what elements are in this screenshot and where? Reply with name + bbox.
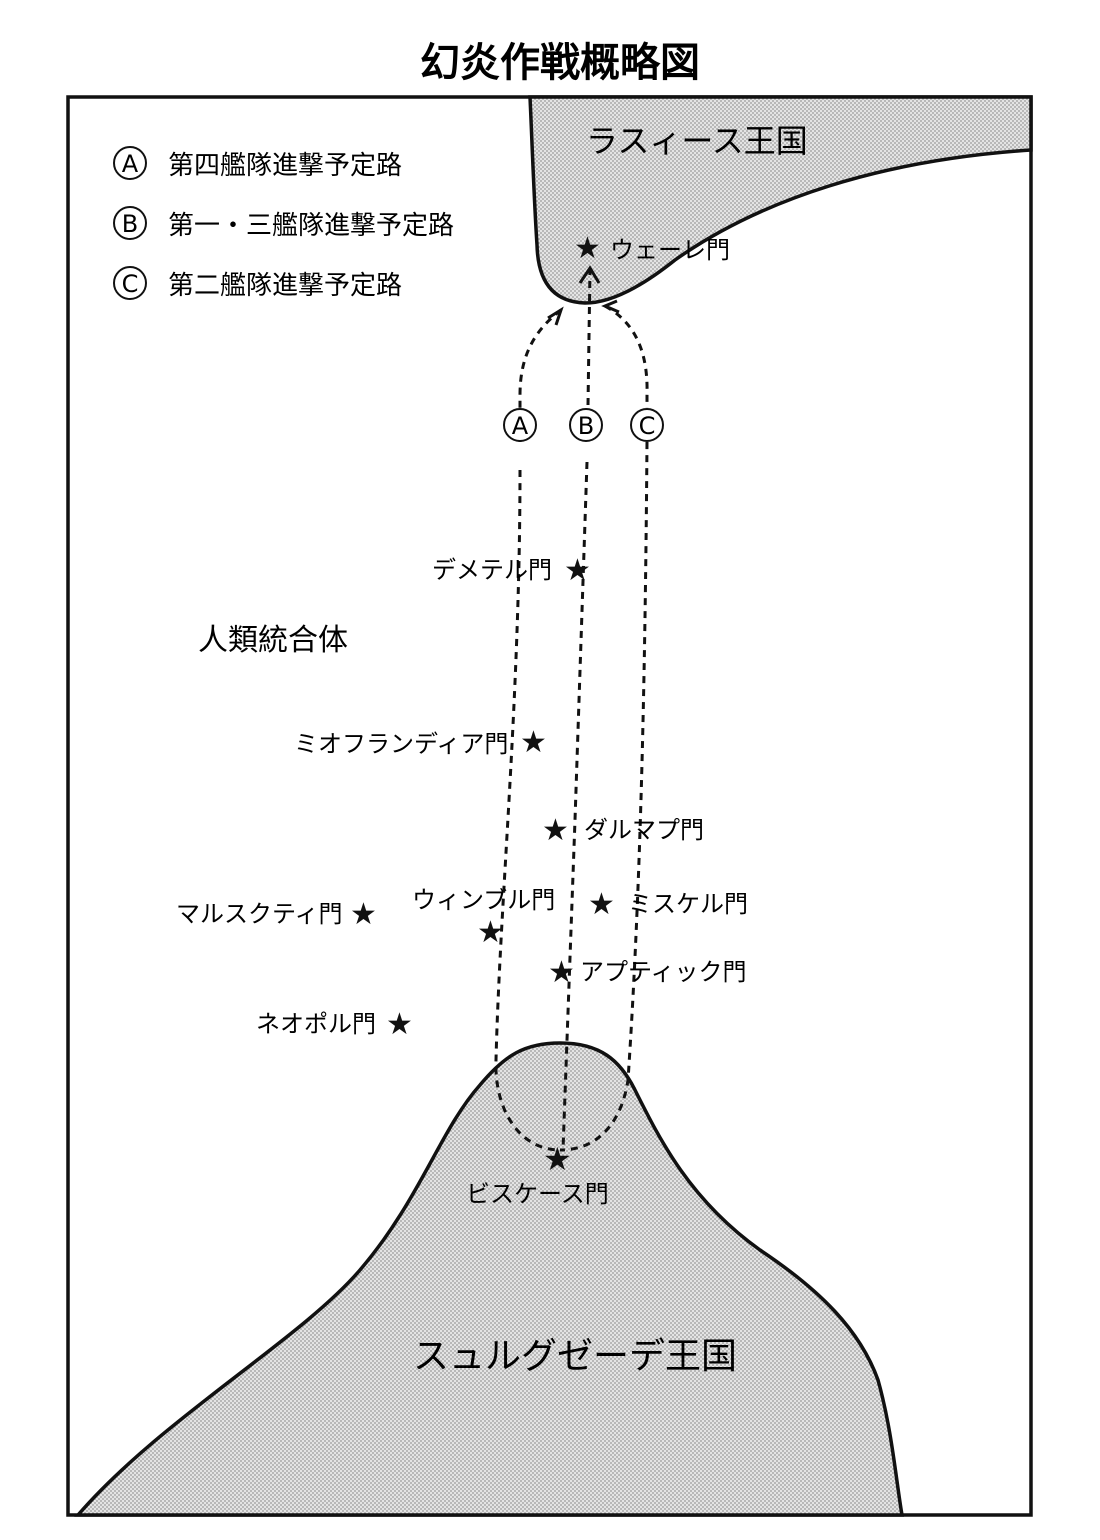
south-kingdom-area [74, 1041, 905, 1517]
gate-neopol-label: ネオポル門 [256, 1010, 376, 1038]
route-c-line [559, 304, 649, 1152]
legend-marker-b-letter: B [122, 210, 138, 238]
gate-aptik-star-icon: ★ [548, 955, 575, 990]
region-south-label: スュルグゼーデ王国 [413, 1336, 737, 1377]
route-b-arrowhead [578, 265, 601, 284]
route-marker-b [569, 408, 603, 442]
gate-darumap-label: ダルマプ門 [584, 816, 704, 844]
legend-label-c: 第二艦隊進撃予定路 [168, 271, 402, 301]
legend-marker-c-letter: C [122, 270, 139, 298]
route-marker-b-letter: B [578, 412, 594, 440]
region-west-label: 人類統合体 [198, 623, 348, 658]
legend-marker-a-letter: A [122, 150, 139, 178]
route-markers: A B C [503, 408, 664, 442]
routes [494, 265, 649, 1152]
gate-biskehs-star-icon: ★ [543, 1140, 572, 1178]
route-b-line [561, 267, 592, 1151]
north-kingdom-area [528, 95, 1033, 305]
route-marker-a [503, 408, 537, 442]
gate-marskuti-star-icon: ★ [350, 897, 377, 932]
gate-wehre-star-icon: ★ [574, 231, 601, 266]
gate-marskuti-label: マルスクティ門 [176, 900, 343, 928]
legend-label-b: 第一・三艦隊進撃予定路 [168, 211, 454, 241]
gate-winbur-label: ウィンブル門 [412, 886, 555, 914]
legend-marker-b [113, 206, 147, 240]
gate-demeter-label: デメテル門 [432, 556, 552, 584]
legend-marker-a [113, 146, 147, 180]
region-north-label: ラスィース王国 [586, 122, 808, 160]
gate-biskehs-label: ビスケース門 [466, 1180, 609, 1208]
gate-miofrandia-star-icon: ★ [520, 725, 547, 760]
route-marker-c [630, 408, 664, 442]
legend-marker-c [113, 266, 147, 300]
gate-winbur-star-icon: ★ [477, 915, 504, 950]
gate-miofrandia-label: ミオフランディア門 [294, 730, 508, 758]
gate-demeter-star-icon: ★ [564, 553, 591, 588]
gates: ★ ウェーレ門 デメテル門 ★ ミオフランディア門 ★ ★ ダルマプ門 マルスク… [176, 231, 748, 1208]
route-c-arrowhead [601, 299, 620, 314]
gate-miskel-star-icon: ★ [588, 887, 615, 922]
route-marker-c-letter: C [639, 412, 656, 440]
legend: A 第四艦隊進撃予定路 B 第一・三艦隊進撃予定路 C 第二艦隊進撃予定路 [113, 146, 454, 301]
route-a-line [494, 308, 562, 1152]
legend-item-c: C 第二艦隊進撃予定路 [113, 266, 402, 301]
map-title: 幻炎作戦概略図 [420, 40, 700, 86]
route-marker-a-letter: A [512, 412, 529, 440]
gate-neopol-star-icon: ★ [386, 1007, 413, 1042]
gate-miskel-label: ミスケル門 [628, 890, 748, 918]
gate-aptik-label: アプティック門 [580, 958, 747, 986]
gate-wehre-label: ウェーレ門 [610, 236, 730, 264]
legend-item-a: A 第四艦隊進撃予定路 [113, 146, 402, 181]
route-a-arrowhead [547, 306, 564, 326]
gate-darumap-star-icon: ★ [542, 813, 569, 848]
legend-label-a: 第四艦隊進撃予定路 [168, 151, 402, 181]
legend-item-b: B 第一・三艦隊進撃予定路 [113, 206, 454, 241]
